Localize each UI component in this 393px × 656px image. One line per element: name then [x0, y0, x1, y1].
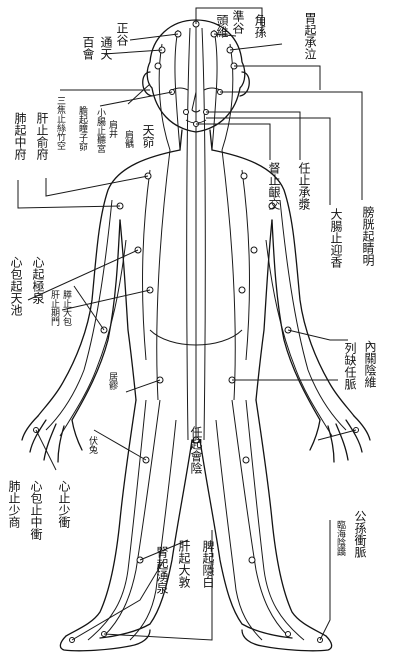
- meridian-torso-3: [143, 170, 150, 360]
- meridian-head-3: [159, 44, 170, 150]
- label-left-j: 心包起天池: [9, 256, 23, 316]
- meridian-arm-left-2: [60, 240, 126, 436]
- label-right-e: 公孫衝脈: [353, 510, 367, 559]
- acupoint: [239, 287, 245, 293]
- label-left-g: 天窌: [141, 124, 155, 148]
- label-lower-f: 脾起隱白: [201, 539, 215, 588]
- label-left-l: 肝止期門: [49, 290, 60, 327]
- label-right-f: 臨海陰蹻: [335, 519, 346, 556]
- leader-line: [36, 430, 56, 470]
- meridian-head-2: [212, 30, 217, 150]
- label-right-b: 大腸止迎香: [329, 208, 343, 269]
- leader-line: [126, 380, 160, 392]
- acupoint: [286, 632, 291, 637]
- meridian-torso-4: [242, 170, 249, 360]
- acupoint: [184, 110, 189, 115]
- label-left-m: 居髎: [107, 372, 118, 391]
- label-right-a: 膀胱起睛明: [361, 205, 375, 267]
- label-top-g: 胃起承泣: [303, 12, 317, 60]
- right-torso-side: [256, 220, 272, 400]
- label-left-i: 心起極泉: [31, 256, 45, 304]
- label-top-c: 百會: [81, 36, 95, 61]
- label-lower-h: 腎起湧泉: [155, 546, 169, 594]
- leader-line: [100, 92, 172, 106]
- label-lower-a: 任起會陰: [189, 426, 203, 475]
- left-inner-arm: [72, 220, 120, 420]
- label-left-d: 肺起中府: [13, 112, 27, 160]
- acupoint: [241, 173, 247, 179]
- label-left-k: 膵止大包: [61, 290, 72, 326]
- label-left-c: 小腸止聽宮: [95, 108, 106, 154]
- leader-line: [318, 430, 356, 440]
- leader-line: [72, 560, 164, 640]
- label-lower-d: 心包止中衝: [29, 480, 43, 540]
- leader-line: [320, 520, 330, 640]
- acupoint: [155, 63, 161, 69]
- label-right-c: 內關陰維: [363, 340, 377, 388]
- left-torso-side: [120, 220, 136, 400]
- leader-line: [94, 430, 146, 460]
- labels: 正谷 通天 百會 準谷 頭維 角孫 胃起承泣 三焦止絲竹空 膽起瞳子窌 小腸止聽…: [7, 9, 377, 594]
- label-lower-c: 心止少衝: [57, 480, 71, 528]
- label-left-e: 肝止俞府: [35, 112, 49, 160]
- right-inner-arm: [272, 220, 320, 420]
- label-lower-e: 肺止少商: [7, 480, 21, 529]
- acupoint: [243, 457, 249, 463]
- right-eye: [204, 88, 220, 90]
- label-mid-b: 督止齦交: [267, 161, 281, 211]
- right-leg-inner: [200, 440, 292, 638]
- meridian-leg-right-1: [232, 400, 288, 636]
- leader-line: [288, 330, 348, 340]
- label-left-b: 膽起瞳子窌: [77, 105, 88, 152]
- meridian-leg-right-3: [246, 400, 304, 640]
- label-right-d: 列缺任脈: [343, 342, 357, 391]
- acupoint: [251, 247, 257, 253]
- leader-line: [74, 286, 104, 330]
- label-top-e: 頭維: [215, 14, 229, 38]
- label-mid-a: 任止承漿: [297, 162, 311, 210]
- left-eye: [172, 88, 188, 90]
- leader-line: [130, 34, 178, 40]
- label-left-a: 三焦止絲竹空: [55, 96, 66, 150]
- leader-line: [234, 66, 320, 90]
- leader-line: [206, 112, 300, 160]
- label-left-h: 肩髃: [123, 129, 134, 148]
- label-top-b: 通天: [99, 36, 113, 60]
- left-leg-inner: [100, 440, 192, 638]
- meridian-lines: [46, 22, 346, 640]
- label-left-f: 肩井: [107, 119, 118, 139]
- meridian-torso-1: [157, 150, 170, 400]
- meridian-torso-2: [222, 150, 235, 400]
- label-lower-b: 伏兔: [87, 435, 98, 455]
- meridian-head-4: [222, 44, 233, 150]
- acupoint: [249, 557, 255, 563]
- leader-line: [62, 290, 150, 310]
- label-lower-g: 肝起大敦: [177, 540, 191, 589]
- meridian-leg-left-1: [104, 400, 160, 636]
- meridian-head-1: [175, 30, 180, 150]
- label-top-f: 角孫: [253, 14, 267, 38]
- label-top-a: 正谷: [115, 22, 129, 47]
- leader-line: [220, 92, 362, 200]
- leader-line: [46, 176, 148, 196]
- label-top-d: 準谷: [231, 9, 245, 35]
